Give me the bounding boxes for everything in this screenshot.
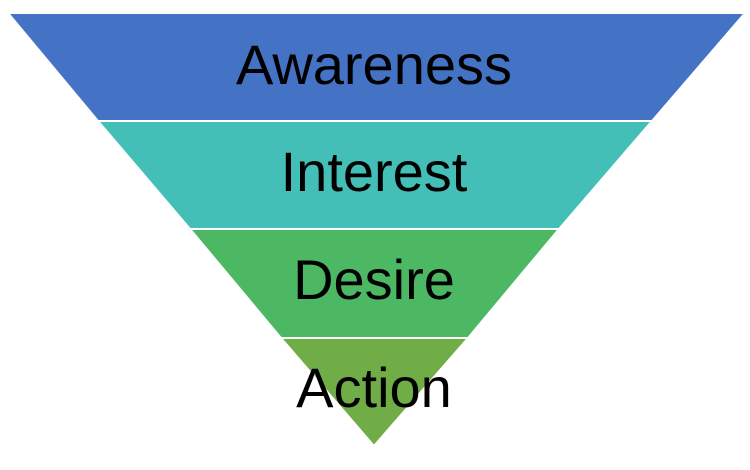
funnel-stage-action [278, 337, 471, 448]
funnel-stage-awareness-label: Awareness [236, 33, 512, 96]
funnel-stage-desire-label: Desire [293, 248, 455, 311]
funnel-stage-action-label: Action [296, 356, 452, 419]
funnel-stage-interest-label: Interest [281, 140, 468, 203]
